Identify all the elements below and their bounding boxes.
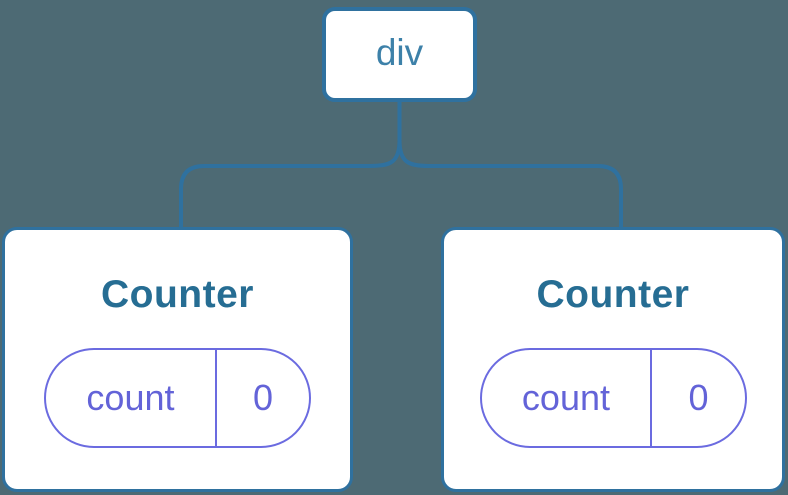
component-title: Counter	[536, 273, 690, 316]
state-key-label: count	[46, 349, 217, 446]
tree-root-node: div	[322, 7, 477, 102]
edge-root-to-right-child	[397, 99, 623, 231]
state-pill: count 0	[479, 347, 747, 448]
state-key-label: count	[482, 349, 653, 446]
root-node-label: div	[375, 32, 424, 73]
state-value: 0	[688, 376, 709, 418]
component-title: Counter	[101, 273, 254, 316]
edge-root-to-left-child	[179, 99, 402, 231]
state-pill: count 0	[44, 347, 311, 448]
state-value: 0	[252, 376, 273, 418]
component-card-counter-right: Counter count 0	[441, 227, 785, 492]
component-card-counter-left: Counter count 0	[2, 227, 353, 492]
